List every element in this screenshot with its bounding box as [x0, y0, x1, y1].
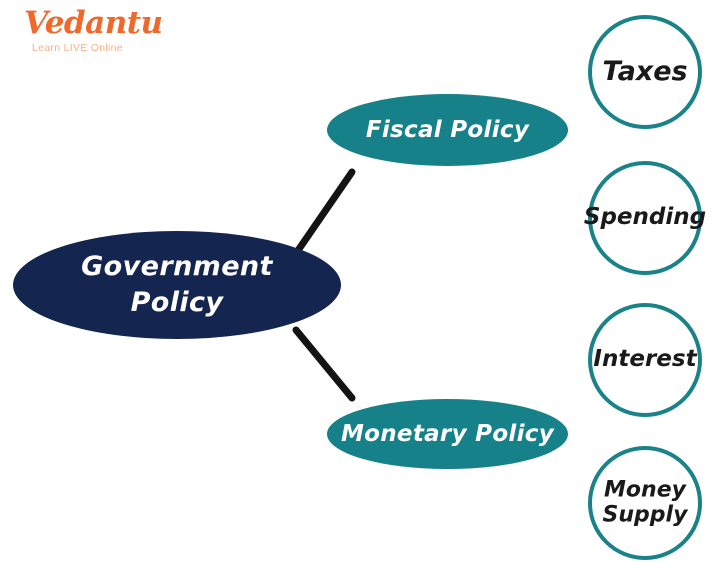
vedantu-logo: Vedantu Learn LIVE Online [24, 4, 174, 60]
logo-wordmark: Vedantu [24, 5, 163, 41]
outcome-circle-money-supply[interactable]: Money Supply [588, 446, 702, 560]
outcome-circle-interest[interactable]: Interest [588, 303, 702, 417]
outcome-label-money-supply: Money Supply [602, 477, 688, 527]
connector-root-to-monetary [292, 326, 356, 402]
node-government-policy[interactable]: Government Policy [13, 231, 341, 339]
outcome-label-taxes: Taxes [602, 55, 688, 87]
outcome-circle-taxes[interactable]: Taxes [588, 15, 702, 129]
outcome-label-interest: Interest [593, 346, 697, 373]
node-government-policy-label: Government Policy [81, 251, 273, 318]
outcome-circle-spending[interactable]: Spending [584, 161, 706, 275]
node-fiscal-policy-label: Fiscal Policy [365, 117, 530, 143]
node-monetary-policy[interactable]: Monetary Policy [327, 399, 568, 469]
logo-tagline: Learn LIVE Online [32, 42, 123, 54]
connector-root-to-fiscal [295, 168, 356, 253]
node-fiscal-policy[interactable]: Fiscal Policy [327, 94, 568, 166]
node-monetary-policy-label: Monetary Policy [340, 421, 555, 447]
outcome-label-spending: Spending [583, 204, 707, 231]
